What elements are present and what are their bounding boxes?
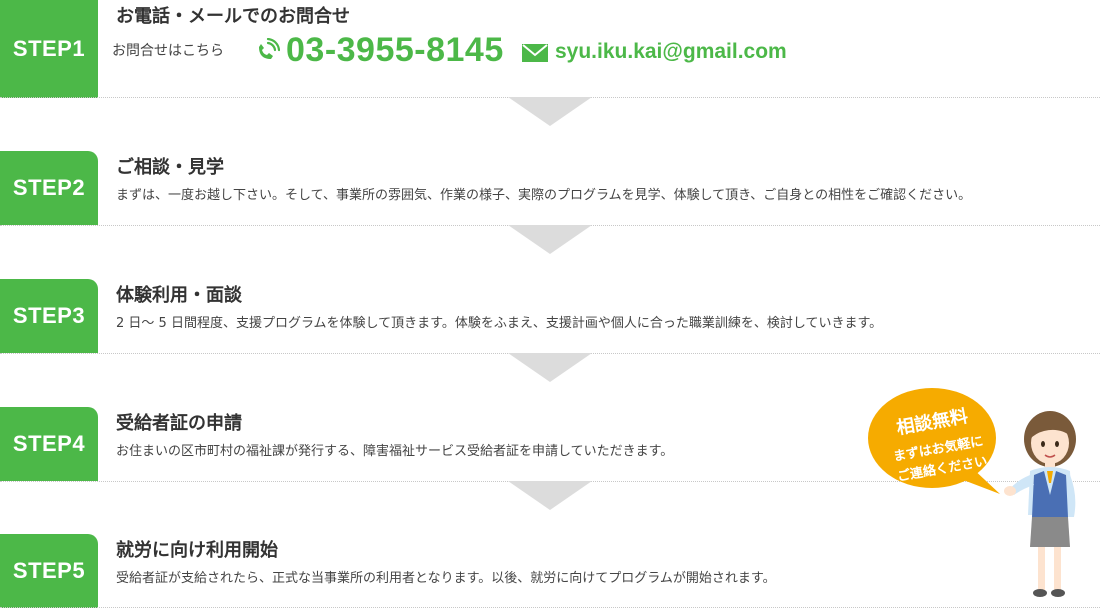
step-4-title: 受給者証の申請 [116,413,242,434]
phone-icon [259,38,280,59]
step-5-description: 受給者証が支給されたら、正式な当事業所の利用者となります。以後、就労に向けてプロ… [116,571,776,586]
step-4: STEP4 受給者証の申請 お住まいの区市町村の福祉課が発行する、障害福祉サービ… [0,383,1100,481]
step-2-title: ご相談・見学 [116,157,224,178]
staff-illustration [1004,411,1076,597]
speech-bubble [868,388,1000,494]
step-5-badge: STEP5 [0,534,98,608]
step-5: STEP5 就労に向け利用開始 受給者証が支給されたら、正式な当事業所の利用者と… [0,510,1100,608]
step-3-description: 2 日〜 5 日間程度、支援プログラムを体験して頂きます。体験をふまえ、支援計画… [116,316,883,331]
mail-icon [522,44,548,62]
step-2-badge: STEP2 [0,151,98,225]
step-3-title: 体験利用・面談 [116,285,242,306]
down-arrow-icon [508,353,592,382]
step-1-title: お電話・メールでのお問合せ [116,6,350,27]
step-4-badge: STEP4 [0,407,98,481]
down-arrow-icon [508,481,592,510]
step-2: STEP2 ご相談・見学 まずは、一度お越し下さい。そして、事業所の雰囲気、作業… [0,127,1100,225]
step-5-title: 就労に向け利用開始 [116,540,278,561]
phone-number-link[interactable]: 03-3955-8145 [286,31,504,69]
step-3: STEP3 体験利用・面談 2 日〜 5 日間程度、支援プログラムを体験して頂き… [0,255,1100,353]
step-2-description: まずは、一度お越し下さい。そして、事業所の雰囲気、作業の様子、実際のプログラムを… [116,188,972,203]
down-arrow-icon [508,97,592,126]
step-1-badge: STEP1 [0,0,98,98]
email-link[interactable]: syu.iku.kai@gmail.com [555,40,787,63]
down-arrow-icon [508,225,592,254]
step-1: STEP1 お電話・メールでのお問合せ お問合せはこちら 03-3955-814… [0,0,1100,98]
contact-label: お問合せはこちら [112,43,224,59]
step-3-badge: STEP3 [0,279,98,353]
divider [0,607,1100,608]
step-4-description: お住まいの区市町村の福祉課が発行する、障害福祉サービス受給者証を申請していただき… [116,444,674,459]
